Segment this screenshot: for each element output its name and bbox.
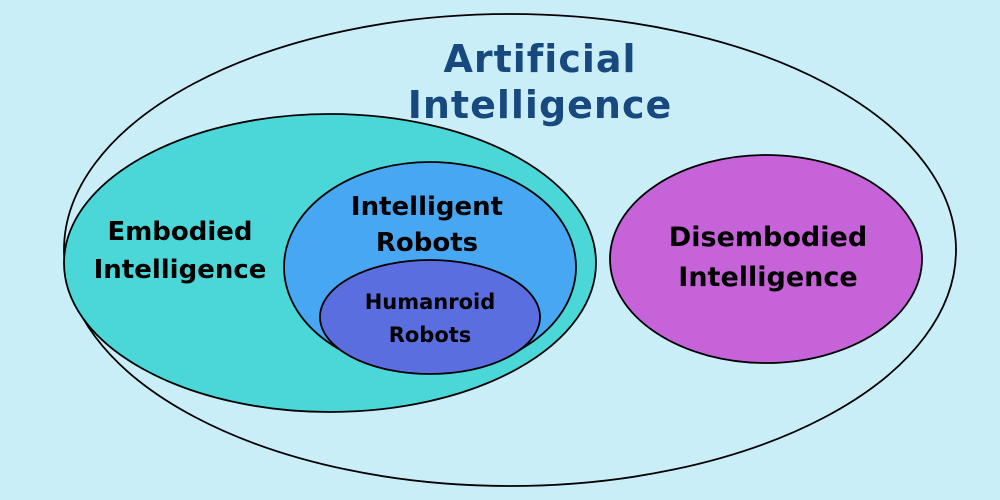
embodied-intelligence-label: Embodied Intelligence	[94, 213, 267, 289]
artificial-intelligence-ellipse	[63, 13, 957, 487]
intelligent-robots-label-line2: Robots	[375, 228, 479, 258]
embodied-intelligence-label-line2: Intelligence	[93, 255, 267, 285]
humanroid-robots-ellipse	[319, 259, 541, 375]
disembodied-intelligence-label-line2: Intelligence	[678, 262, 858, 293]
artificial-intelligence-label: Artificial Intelligence	[408, 36, 673, 128]
artificial-intelligence-label-line2: Intelligence	[407, 83, 673, 127]
humanroid-robots-label-line2: Robots	[388, 323, 472, 347]
humanroid-robots-label: Humanroid Robots	[365, 286, 496, 352]
disembodied-intelligence-ellipse	[609, 154, 923, 364]
disembodied-intelligence-label: Disembodied Intelligence	[669, 218, 867, 298]
embodied-intelligence-label-line1: Embodied	[107, 217, 253, 247]
humanroid-robots-label-line1: Humanroid	[364, 290, 496, 314]
intelligent-robots-label: Intelligent Robots	[351, 189, 503, 261]
intelligent-robots-label-line1: Intelligent	[350, 192, 504, 222]
artificial-intelligence-label-line1: Artificial	[443, 37, 637, 81]
disembodied-intelligence-label-line1: Disembodied	[668, 222, 868, 253]
